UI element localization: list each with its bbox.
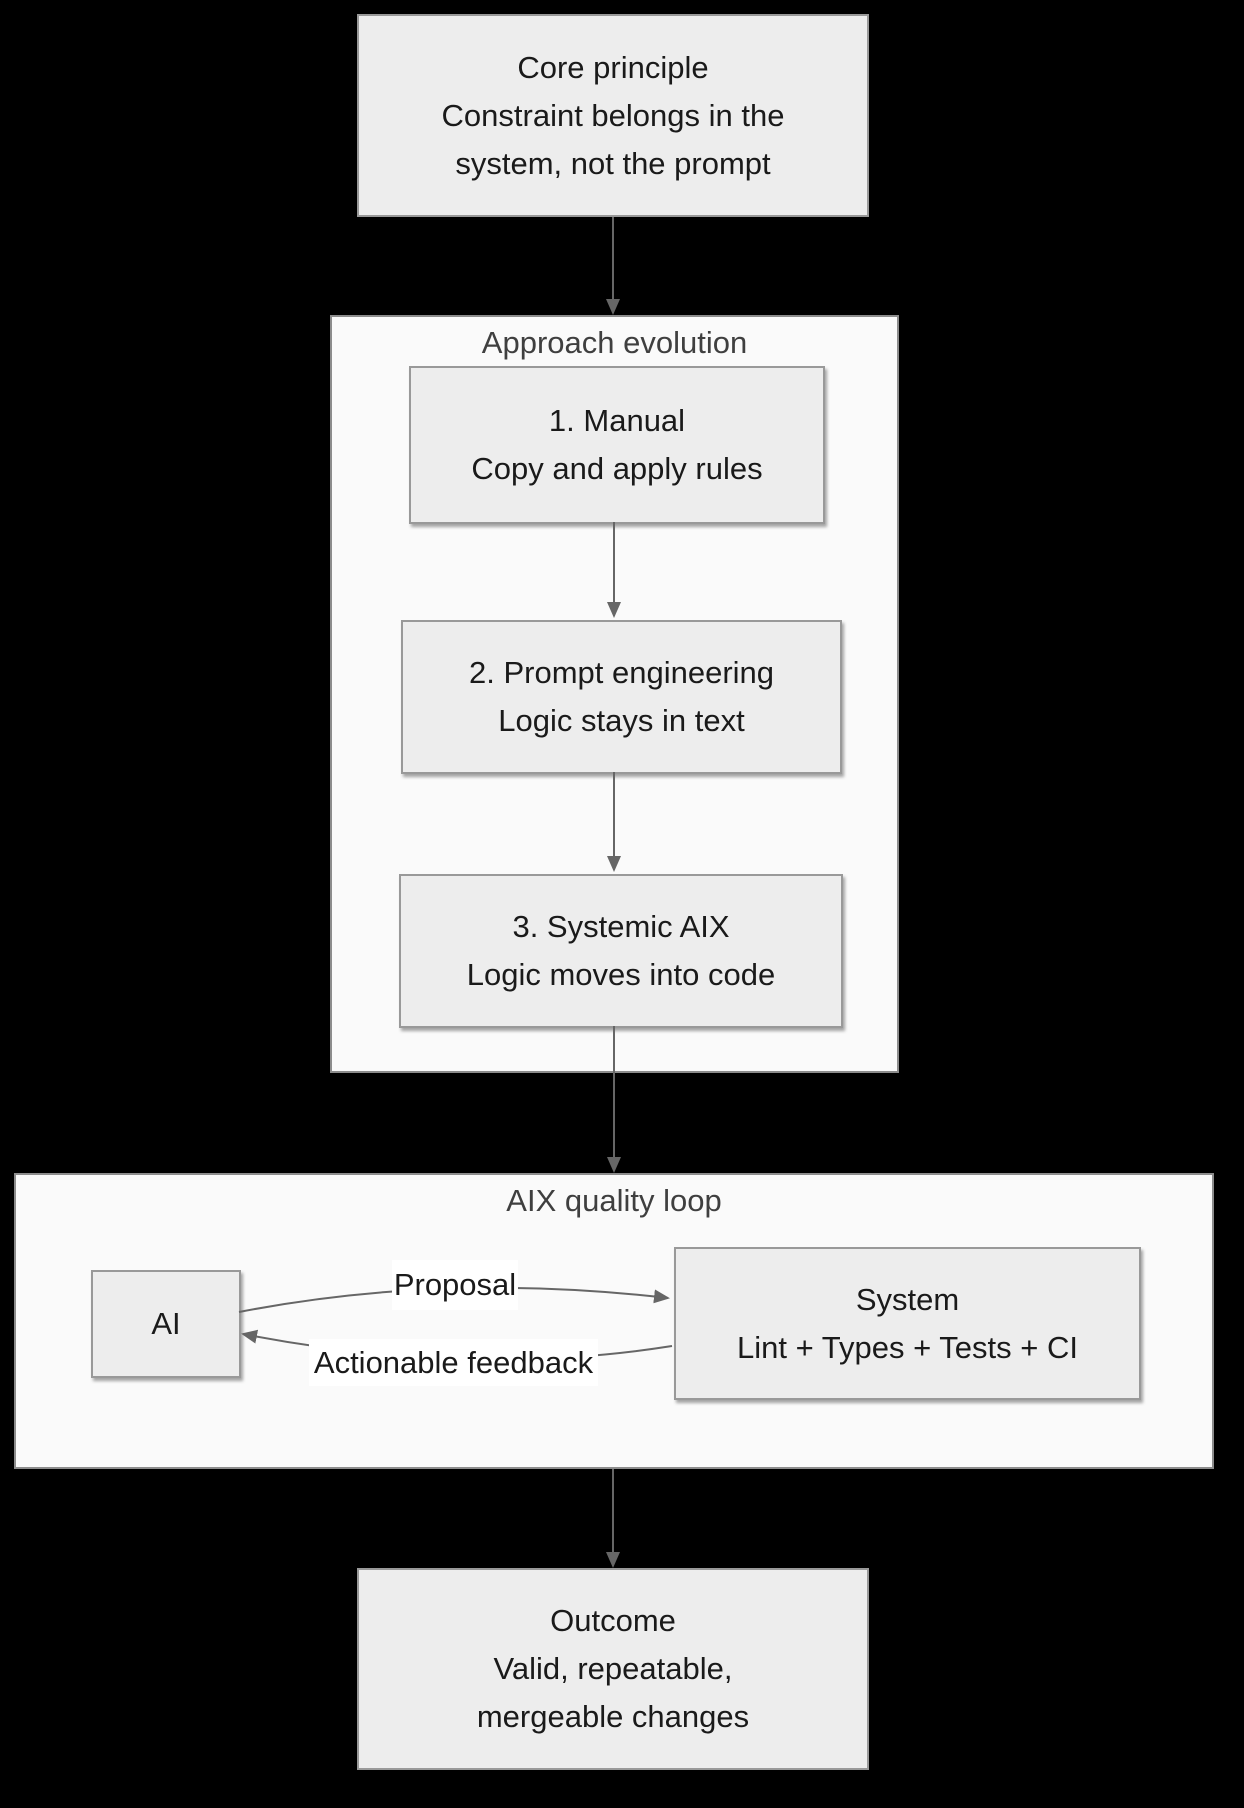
proposal-edge-label: Proposal [392, 1260, 518, 1310]
step-2-title: 2. Prompt engineering [468, 655, 775, 690]
core-principle-title: Core principle [517, 49, 709, 85]
aix-quality-loop-title: AIX quality loop [506, 1183, 722, 1218]
step-1-manual-node: 1. Manual Copy and apply rules [409, 366, 825, 524]
outcome-text-line1: Valid, repeatable, [493, 1651, 733, 1686]
aix-quality-loop-group: AIX quality loop AI System Lint + Types … [14, 1173, 1214, 1469]
actionable-feedback-edge-label: Actionable feedback [309, 1339, 598, 1386]
step-3-systemic-aix-node: 3. Systemic AIX Logic moves into code [399, 874, 843, 1028]
approach-evolution-group: Approach evolution 1. Manual Copy and ap… [330, 315, 899, 1073]
step-1-subtitle: Copy and apply rules [471, 451, 763, 486]
step-3-subtitle: Logic moves into code [466, 957, 776, 992]
step-2-subtitle: Logic stays in text [498, 703, 745, 738]
core-principle-node: Core principle Constraint belongs in the… [357, 14, 869, 217]
ai-node: AI [91, 1270, 241, 1378]
outcome-node: Outcome Valid, repeatable, mergeable cha… [357, 1568, 869, 1770]
outcome-text-line2: mergeable changes [476, 1699, 750, 1734]
system-node-title: System [855, 1281, 960, 1317]
step-3-title: 3. Systemic AIX [512, 909, 730, 944]
approach-evolution-title: Approach evolution [481, 325, 748, 360]
outcome-title: Outcome [550, 1603, 676, 1638]
ai-node-label: AI [151, 1306, 181, 1341]
step-2-prompt-engineering-node: 2. Prompt engineering Logic stays in tex… [401, 620, 842, 774]
system-node-subtitle: Lint + Types + Tests + CI [737, 1329, 1078, 1365]
step-1-title: 1. Manual [548, 403, 686, 438]
system-node: System Lint + Types + Tests + CI [674, 1247, 1141, 1400]
core-principle-text-line1: Constraint belongs in the [441, 97, 785, 133]
core-principle-text-line2: system, not the prompt [455, 145, 771, 181]
